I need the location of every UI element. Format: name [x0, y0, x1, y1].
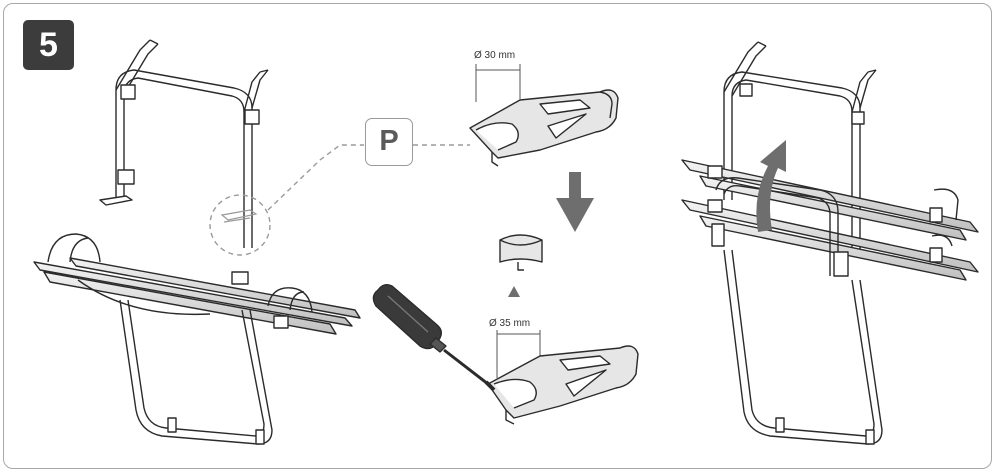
insert-ring [499, 234, 543, 271]
rotate-arrow-icon [756, 140, 786, 232]
step-number-badge: 5 [23, 20, 74, 70]
left-bike-carrier [33, 39, 361, 445]
screwdriver-icon [372, 283, 496, 392]
right-bike-carrier [681, 41, 979, 445]
part-p-label: P [365, 118, 413, 166]
up-triangle-icon [508, 286, 520, 297]
dimension-30mm-label: Ø 30 mm [474, 50, 515, 61]
dimension-30mm [475, 64, 521, 102]
detail-callout [209, 144, 470, 256]
dimension-35mm-label: Ø 35 mm [489, 318, 530, 329]
clamp-35mm [487, 345, 639, 425]
detail-part-in-circle [220, 209, 258, 223]
down-arrow-icon [556, 172, 594, 232]
clamp-30mm [469, 89, 619, 167]
